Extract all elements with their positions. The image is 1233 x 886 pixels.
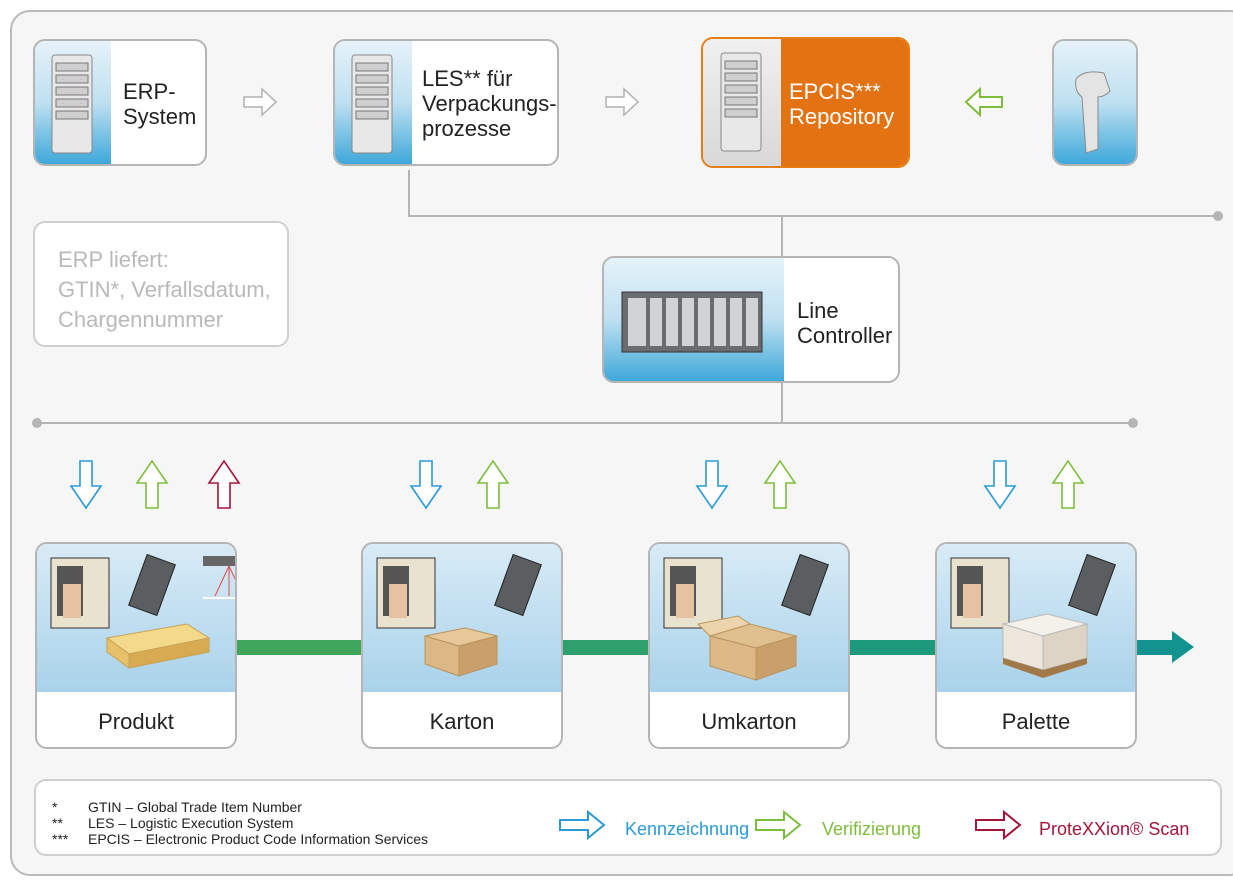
conveyor-segment-1: [236, 640, 362, 655]
station-karton: Karton: [361, 542, 563, 749]
scanner-box: [1052, 39, 1138, 166]
epcis-repository-box: EPCIS*** Repository: [701, 37, 910, 168]
conveyor-arrowhead-icon: [1172, 631, 1194, 663]
epcis-server-icon: [703, 39, 781, 166]
station-umkarton-label: Umkarton: [701, 709, 797, 734]
karton-kennzeichnung-arrow-icon: [409, 460, 443, 510]
pallet-icon: [1001, 613, 1089, 678]
footnote-les: **LES – Logistic Execution System: [52, 815, 294, 831]
station-umkarton: Umkarton: [648, 542, 850, 749]
epcis-highlight: [781, 39, 908, 166]
palette-kennzeichnung-arrow-icon: [983, 460, 1017, 510]
station-produkt-area: [37, 544, 235, 692]
conveyor-segment-3: [850, 640, 938, 655]
station-karton-label: Karton: [429, 709, 495, 734]
protexxion-scanner-icon: [203, 556, 235, 599]
open-carton-icon: [696, 615, 798, 681]
umkarton-kennzeichnung-arrow-icon: [695, 460, 729, 510]
label-printer-icon: [376, 557, 436, 629]
station-palette-label: Palette: [1001, 709, 1071, 734]
conveyor-segment-4: [1136, 640, 1176, 655]
les-server-icon: [335, 41, 412, 164]
legend-arrows: [559, 809, 1022, 841]
bus-end-dot: [1213, 211, 1223, 221]
camera-icon: [781, 553, 829, 617]
legend-protexxion-arrow-icon: [975, 809, 1022, 841]
arrow-scanner-to-epcis-icon: [964, 86, 1003, 118]
umkarton-verifizierung-arrow-icon: [763, 459, 797, 509]
erp-delivers-note: ERP liefert: GTIN*, Verfallsdatum, Charg…: [33, 221, 289, 347]
les-label: LES** für Verpackungs- prozesse: [422, 66, 557, 141]
station-produkt: Produkt: [35, 542, 237, 749]
label-printer-icon: [50, 557, 110, 629]
erp-server-icon: [35, 41, 111, 164]
line-controller-box: Line Controller: [602, 256, 900, 383]
footnote-gtin: *GTIN – Global Trade Item Number: [52, 799, 302, 815]
carton-box-icon: [424, 627, 498, 677]
conveyor-segment-2: [562, 640, 650, 655]
label-printer-icon: [950, 557, 1010, 629]
footnote-epcis: ***EPCIS – Electronic Product Code Infor…: [52, 831, 429, 847]
field-bus-left-dot: [32, 418, 42, 428]
camera-icon: [494, 553, 542, 617]
camera-icon: [128, 553, 176, 617]
les-bus-line: [408, 170, 1218, 217]
produkt-protexxion-arrow-icon: [207, 459, 241, 509]
erp-system-box: ERP- System: [33, 39, 207, 166]
legend-kennzeichnung-arrow-icon: [559, 809, 606, 841]
label-printer-icon: [663, 557, 723, 629]
produkt-verifizierung-arrow-icon: [135, 459, 169, 509]
palette-verifizierung-arrow-icon: [1051, 459, 1085, 509]
legend-verifizierung-label: Verifizierung: [822, 819, 922, 839]
line-controller-label: Line Controller: [797, 298, 893, 348]
produkt-kennzeichnung-arrow-icon: [69, 460, 103, 510]
karton-verifizierung-arrow-icon: [476, 459, 510, 509]
product-box-icon: [105, 623, 211, 669]
handheld-scanner-icon: [1054, 41, 1136, 164]
epcis-label: EPCIS*** Repository: [789, 79, 895, 129]
station-palette-area: [937, 544, 1135, 692]
station-produkt-label: Produkt: [98, 709, 174, 734]
station-umkarton-area: [650, 544, 848, 692]
erp-system-label: ERP- System: [123, 79, 197, 129]
arrow-les-to-epcis-icon: [605, 87, 640, 117]
legend-protexxion-label: ProteXXion® Scan: [1039, 819, 1190, 839]
station-karton-area: [363, 544, 561, 692]
legend-box: *GTIN – Global Trade Item Number **LES –…: [34, 779, 1222, 856]
legend-verifizierung-arrow-icon: [755, 809, 802, 841]
field-bus-right-dot: [1128, 418, 1138, 428]
plc-icon: [604, 258, 784, 381]
les-box: LES** für Verpackungs- prozesse: [333, 39, 559, 166]
legend-kennzeichnung-label: Kennzeichnung: [625, 819, 750, 839]
camera-icon: [1068, 553, 1116, 617]
station-palette: Palette: [935, 542, 1137, 749]
arrow-erp-to-les-icon: [243, 87, 278, 117]
